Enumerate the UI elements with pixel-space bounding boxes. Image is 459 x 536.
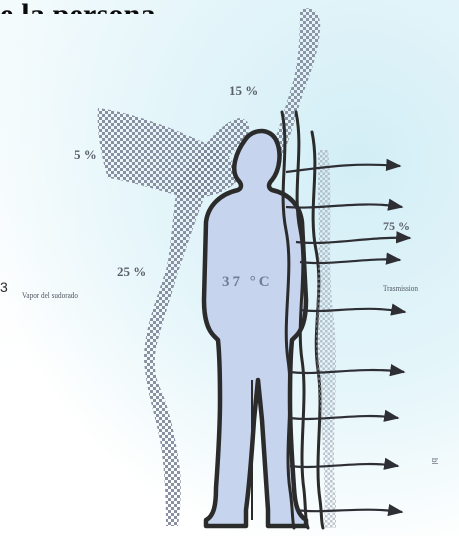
convection-label: Trasmission <box>383 285 418 293</box>
transmission-arrows <box>286 165 410 512</box>
arrow-5 <box>300 309 405 312</box>
evaporation-label: Vapor del sudorado <box>22 292 78 300</box>
arrow-2 <box>286 204 402 207</box>
side-mark: 3 <box>0 280 8 294</box>
arrow-1 <box>286 165 400 172</box>
arrow-6 <box>290 370 404 373</box>
percent-label-mid: 25 % <box>117 265 146 278</box>
corner-mark: bl <box>430 458 438 464</box>
percent-label-top: 15 % <box>229 84 258 97</box>
percent-label-left: 5 % <box>74 148 97 161</box>
percent-label-right: 75 % <box>383 220 410 232</box>
arrow-7 <box>290 416 398 419</box>
arrow-9 <box>296 510 402 512</box>
arrow-4 <box>300 259 400 263</box>
arrow-8 <box>290 464 398 467</box>
body-temperature-label: 37 °C <box>222 275 273 290</box>
